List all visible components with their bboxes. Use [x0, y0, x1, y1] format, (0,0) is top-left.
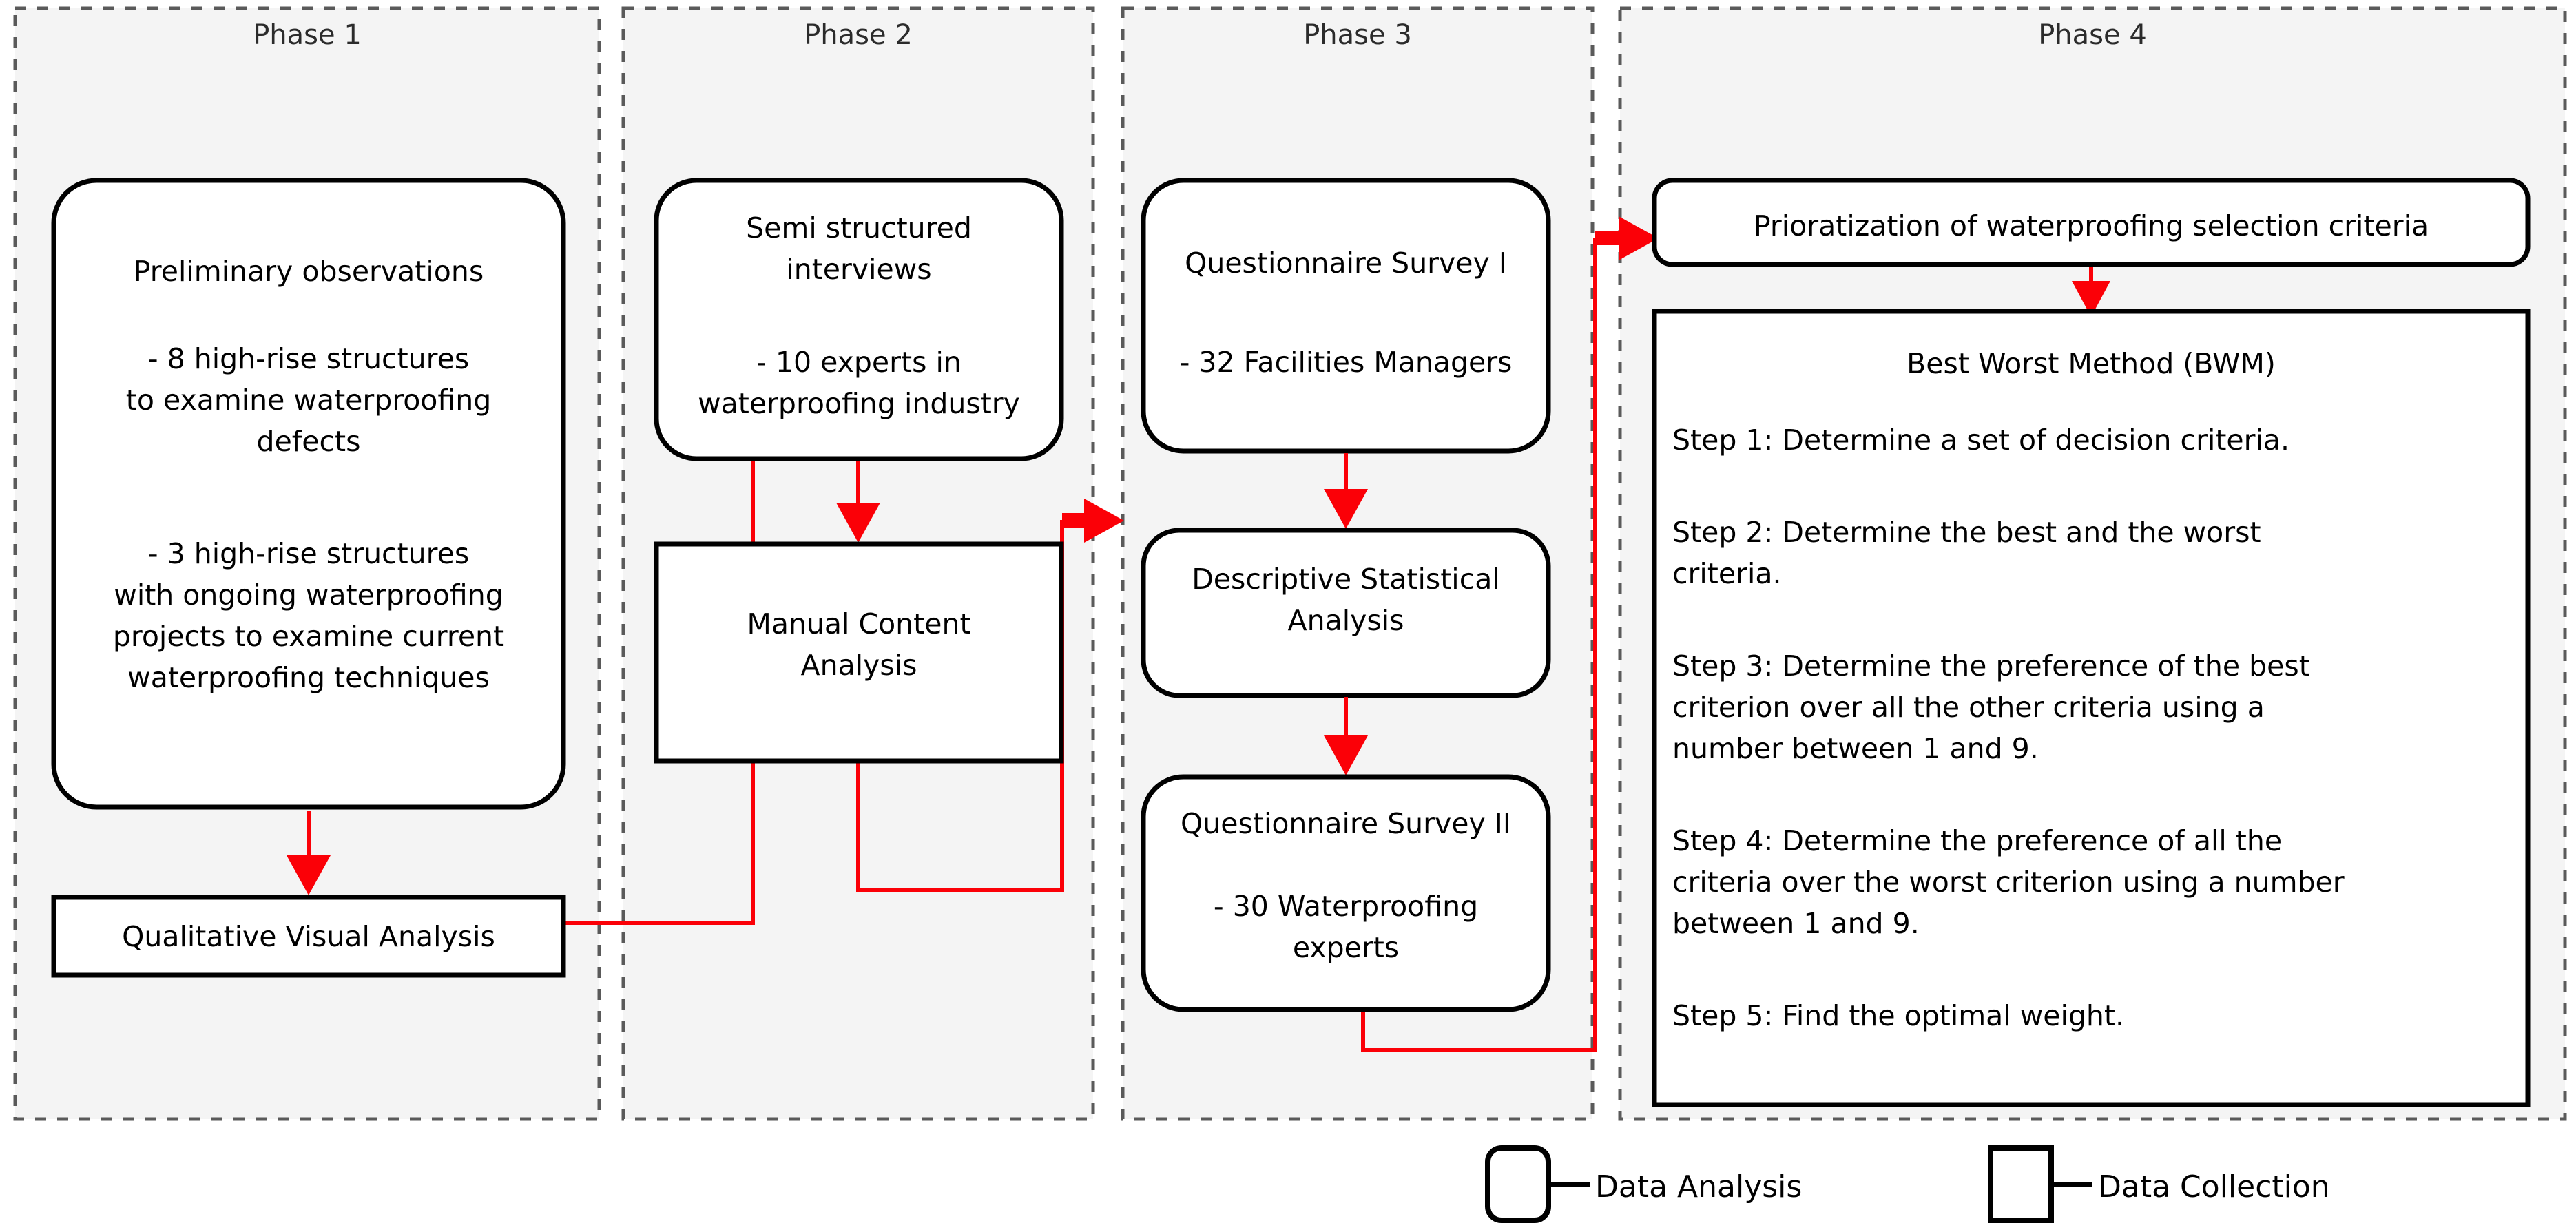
node-line: Semi structured: [746, 211, 972, 244]
node-line: Preliminary observations: [134, 255, 484, 288]
bwm-step: criterion over all the other criteria us…: [1672, 691, 2265, 724]
legend-label: Data Collection: [2098, 1169, 2330, 1204]
legend-item-data-collection: Data Collection: [1988, 1145, 2330, 1223]
arrow-prioratization-to-bwm: [2072, 267, 2110, 317]
arrow-survey1-to-descriptive: [1324, 453, 1368, 529]
bwm-step: Step 4: Determine the preference of all …: [1672, 824, 2282, 857]
bwm-step: Step 2: Determine the best and the worst: [1672, 516, 2261, 549]
arrow-descriptive-to-survey2: [1324, 697, 1368, 775]
legend-item-data-analysis: Data Analysis: [1485, 1145, 1802, 1223]
bwm-step: Step 1: Determine a set of decision crit…: [1672, 424, 2289, 457]
legend: Data Analysis Data Collection: [1485, 1145, 2330, 1223]
node-line: Questionnaire Survey II: [1181, 807, 1511, 840]
legend-rounded-shape-icon: [1485, 1145, 1551, 1223]
legend-label: Data Analysis: [1595, 1169, 1802, 1204]
node-line: waterproofing techniques: [127, 661, 490, 694]
arrow-interviews-to-content-analysis: [836, 461, 880, 543]
phase-2-title: Phase 2: [804, 19, 913, 51]
node-line: - 3 high-rise structures: [148, 537, 469, 570]
node-best-worst-method[interactable]: Best Worst Method (BWM) Step 1: Determin…: [1652, 309, 2531, 1107]
node-line: waterproofing industry: [698, 387, 1020, 420]
connector-p3-to-p4: [1361, 216, 1659, 1052]
node-line: defects: [257, 425, 361, 458]
node-questionnaire-survey-2[interactable]: Questionnaire Survey II - 30 Waterproofi…: [1141, 774, 1551, 1012]
bwm-step: between 1 and 9.: [1672, 907, 1920, 940]
node-line: Descriptive Statistical: [1192, 563, 1500, 596]
arrow-prelim-to-qualitative: [287, 811, 331, 895]
legend-rect-shape-icon: [1988, 1145, 2054, 1223]
bwm-step: Step 5: Find the optimal weight.: [1672, 999, 2124, 1032]
node-line: Analysis: [801, 649, 917, 682]
node-line: - 30 Waterproofing: [1214, 890, 1478, 923]
node-semi-structured-interviews[interactable]: Semi structured interviews - 10 experts …: [654, 178, 1064, 461]
node-line: Manual Content: [747, 607, 970, 640]
node-line: Analysis: [1288, 604, 1404, 637]
phase-1-title: Phase 1: [253, 19, 362, 51]
node-line: Qualitative Visual Analysis: [122, 920, 495, 953]
bwm-step: criteria over the worst criterion using …: [1672, 866, 2345, 899]
bwm-heading: Best Worst Method (BWM): [1907, 347, 2276, 380]
node-prioratization-criteria[interactable]: Prioratization of waterproofing selectio…: [1652, 178, 2531, 267]
phase-4-title: Phase 4: [2038, 19, 2147, 51]
bwm-step: number between 1 and 9.: [1672, 732, 2039, 765]
phase-3-title: Phase 3: [1303, 19, 1412, 51]
node-descriptive-statistical-analysis[interactable]: Descriptive Statistical Analysis: [1141, 528, 1551, 698]
node-line: with ongoing waterproofing: [114, 578, 503, 612]
bwm-step: Step 3: Determine the preference of the …: [1672, 649, 2310, 682]
node-line: projects to examine current: [113, 620, 504, 653]
node-line: interviews: [786, 253, 931, 286]
bwm-step: criteria.: [1672, 557, 1782, 590]
node-line: Prioratization of waterproofing selectio…: [1754, 209, 2429, 242]
node-questionnaire-survey-1[interactable]: Questionnaire Survey I - 32 Facilities M…: [1141, 178, 1551, 454]
node-line: - 10 experts in: [756, 346, 962, 379]
node-line: - 8 high-rise structures: [148, 342, 469, 375]
node-line: to examine waterproofing: [126, 384, 491, 417]
node-manual-content-analysis[interactable]: Manual Content Analysis: [654, 541, 1064, 764]
node-line: experts: [1293, 931, 1399, 964]
node-line: - 32 Facilities Managers: [1180, 346, 1513, 379]
node-line: Questionnaire Survey I: [1185, 247, 1507, 280]
node-preliminary-observations[interactable]: Preliminary observations - 8 high-rise s…: [51, 178, 566, 810]
node-qualitative-visual-analysis[interactable]: Qualitative Visual Analysis: [51, 895, 566, 978]
